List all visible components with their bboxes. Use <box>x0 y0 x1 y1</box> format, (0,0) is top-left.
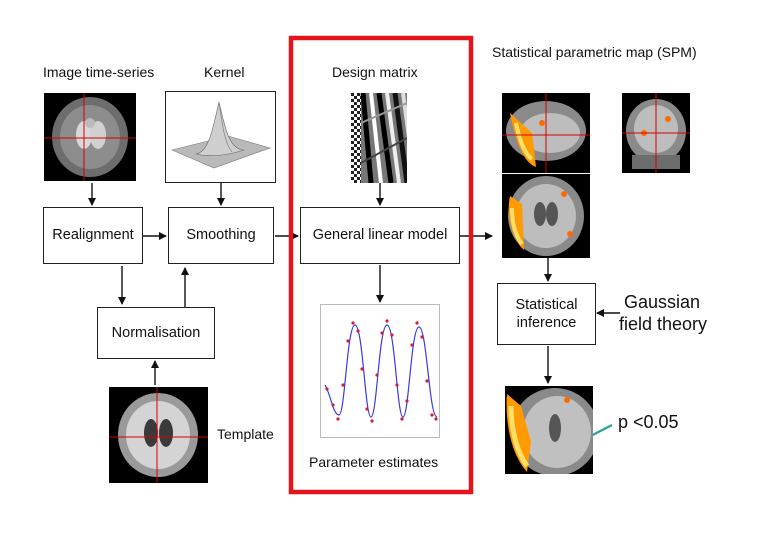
parameter-estimates-plot <box>320 304 440 438</box>
kernel-surface-image <box>165 91 276 183</box>
label-gaussian-line1: Gaussian <box>624 292 701 312</box>
result-activation-image <box>505 386 593 474</box>
statistical-inference-line1: Statistical <box>515 296 578 313</box>
label-p-value: p <0.05 <box>618 412 679 432</box>
spm-axial-image <box>502 174 590 258</box>
design-matrix-image <box>351 93 407 183</box>
realignment-label: Realignment <box>52 227 134 244</box>
label-design-matrix: Design matrix <box>332 64 418 80</box>
glm-label: General linear model <box>312 227 448 244</box>
brain-timeseries-image <box>44 93 136 181</box>
normalisation-label: Normalisation <box>111 324 201 341</box>
smoothing-box: Smoothing <box>168 207 274 264</box>
label-gaussian-line2: field theory <box>619 314 708 334</box>
highlight-frame <box>288 35 474 495</box>
label-spm-title: Statistical parametric map (SPM) <box>492 44 697 60</box>
realignment-box: Realignment <box>43 207 143 264</box>
label-image-time-series: Image time-series <box>43 64 155 80</box>
label-template: Template <box>217 426 274 442</box>
template-brain-image <box>109 387 208 483</box>
smoothing-label: Smoothing <box>186 227 256 244</box>
label-parameter-estimates: Parameter estimates <box>309 454 439 470</box>
spm-coronal-image <box>622 93 690 173</box>
glm-box: General linear model <box>300 207 460 264</box>
statistical-inference-line2: inference <box>516 315 577 331</box>
label-kernel: Kernel <box>204 64 245 80</box>
statistical-inference-box: Statistical inference <box>497 283 596 345</box>
spm-sagittal-image <box>502 93 590 173</box>
normalisation-box: Normalisation <box>97 307 215 359</box>
